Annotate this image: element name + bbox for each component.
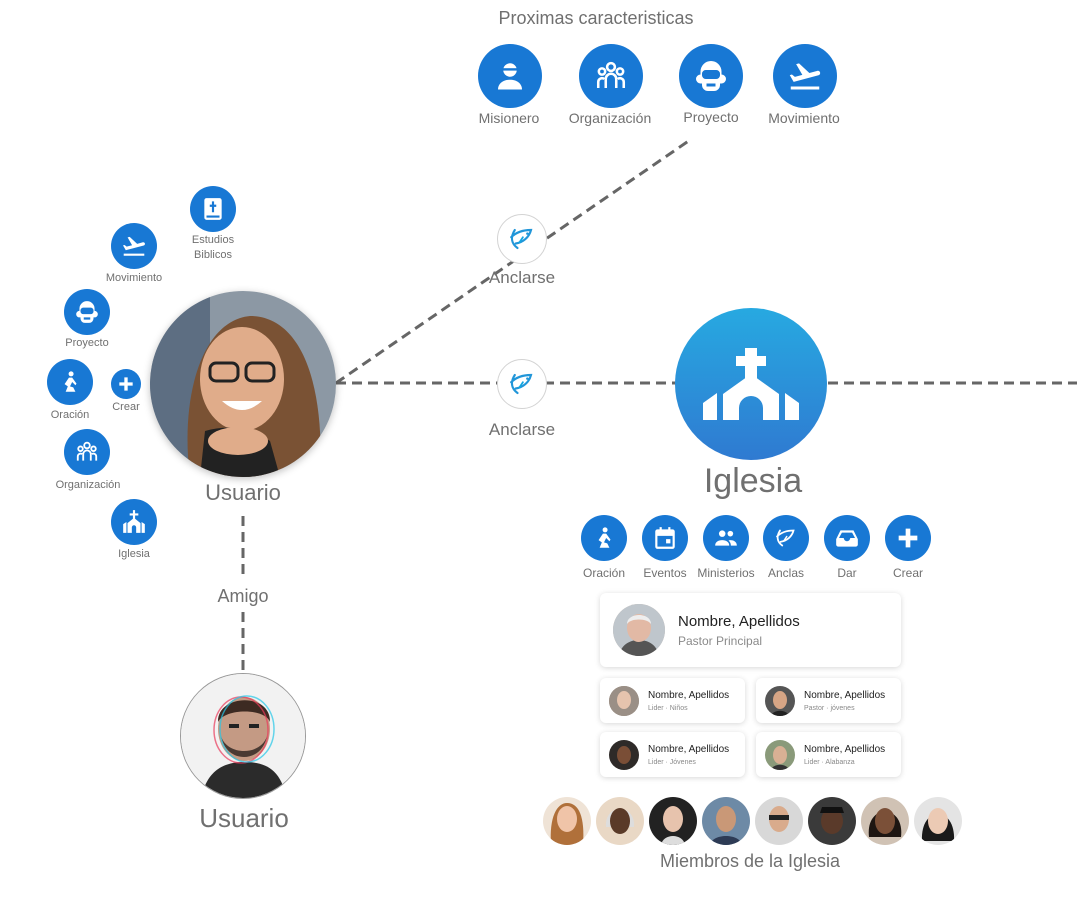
leader-avatar	[609, 739, 639, 770]
inbox-icon	[834, 525, 860, 551]
organization-button[interactable]	[579, 44, 643, 108]
member-avatar[interactable]	[700, 795, 752, 847]
leader-name: Nombre, Apellidos	[804, 743, 886, 755]
pastor-name: Nombre, Apellidos	[678, 612, 800, 630]
church-ministries-button[interactable]	[703, 515, 749, 561]
user-prayer-button[interactable]	[47, 359, 93, 405]
leader-avatar	[765, 739, 795, 770]
calendar-icon	[652, 525, 678, 551]
church-events-button[interactable]	[642, 515, 688, 561]
church-give-button[interactable]	[824, 515, 870, 561]
project-icon	[74, 299, 100, 325]
leader-card[interactable]: Nombre, Apellidos Lider · Jóvenes	[600, 732, 745, 777]
people-icon	[713, 525, 739, 551]
member-avatar[interactable]	[541, 795, 593, 847]
church-anchors-label: Anclas	[767, 566, 805, 580]
member-avatar[interactable]	[806, 795, 858, 847]
church-prayer-button[interactable]	[581, 515, 627, 561]
upcoming-label-missionary: Misionero	[478, 110, 540, 126]
movement-icon	[787, 58, 823, 94]
upcoming-title: Proximas caracteristicas	[498, 8, 694, 28]
upcoming-label-project: Proyecto	[683, 109, 739, 125]
church-create-label: Crear	[892, 566, 924, 580]
church-title: Iglesia	[703, 462, 803, 500]
anchor-top-label: Anclarse	[488, 268, 556, 287]
plus-icon	[894, 524, 922, 552]
bible-icon	[200, 196, 226, 222]
movement-icon	[121, 233, 147, 259]
church-create-button[interactable]	[885, 515, 931, 561]
church-ministries-label: Ministerios	[697, 566, 755, 580]
user-organization-label: Organización	[55, 479, 121, 491]
anchor-fish-icon	[504, 221, 540, 257]
anchor-top-node[interactable]	[497, 214, 547, 264]
leader-role: Lider · Niños	[648, 704, 688, 712]
leader-avatar	[765, 685, 795, 716]
leader-role: Lider · Alabanza	[804, 758, 855, 766]
user-create-button[interactable]	[111, 369, 141, 399]
anchor-mid-node[interactable]	[497, 359, 547, 409]
missionary-button[interactable]	[478, 44, 542, 108]
bible-studies-button[interactable]	[190, 186, 236, 232]
leader-name: Nombre, Apellidos	[804, 689, 886, 701]
user-label: Usuario	[205, 480, 281, 505]
plus-icon	[116, 374, 136, 394]
user-project-button[interactable]	[64, 289, 110, 335]
leader-role: Pastor · jóvenes	[804, 704, 855, 712]
movement-button[interactable]	[773, 44, 837, 108]
anchor-fish-icon	[776, 529, 795, 547]
member-avatar[interactable]	[647, 795, 699, 847]
user-church-button[interactable]	[111, 499, 157, 545]
project-button[interactable]	[679, 44, 743, 108]
church-icon	[703, 348, 799, 420]
leader-avatar	[609, 685, 639, 716]
user-project-label: Proyecto	[65, 337, 109, 349]
upcoming-label-organization: Organización	[568, 110, 652, 126]
church-prayer-label: Oración	[582, 566, 626, 580]
member-avatar[interactable]	[594, 795, 646, 847]
user-movement-label: Movimiento	[105, 272, 163, 284]
friend-label: Amigo	[217, 586, 269, 606]
organization-icon	[74, 439, 100, 465]
anchor-mid-label: Anclarse	[488, 420, 556, 439]
friend-avatar[interactable]	[180, 673, 306, 799]
leader-card[interactable]: Nombre, Apellidos Pastor · jóvenes	[756, 678, 901, 723]
friend-user-label: Usuario	[199, 803, 289, 833]
leader-name: Nombre, Apellidos	[648, 689, 730, 701]
user-avatar[interactable]	[150, 291, 336, 477]
user-create-label: Crear	[112, 401, 140, 413]
church-node[interactable]	[675, 308, 827, 460]
bible-studies-label: Estudios Biblicos	[191, 234, 235, 261]
user-movement-button[interactable]	[111, 223, 157, 269]
leader-name: Nombre, Apellidos	[648, 743, 730, 755]
organization-icon	[593, 58, 629, 94]
member-avatar[interactable]	[753, 795, 805, 847]
user-prayer-label: Oración	[50, 409, 90, 421]
user-church-label: Iglesia	[118, 548, 150, 560]
church-anchors-button[interactable]	[763, 515, 809, 561]
user-organization-button[interactable]	[64, 429, 110, 475]
anchor-fish-icon	[504, 366, 540, 402]
church-events-label: Eventos	[643, 566, 687, 580]
church-icon	[121, 509, 147, 535]
pastor-card[interactable]: Nombre, Apellidos Pastor Principal	[600, 593, 901, 667]
pastor-role: Pastor Principal	[678, 633, 763, 648]
pastor-avatar	[613, 604, 665, 656]
leader-role: Lider · Jóvenes	[648, 758, 696, 766]
missionary-icon	[492, 58, 528, 94]
church-give-label: Dar	[837, 566, 857, 580]
prayer-icon	[591, 525, 617, 551]
member-avatar[interactable]	[859, 795, 911, 847]
leader-card[interactable]: Nombre, Apellidos Lider · Alabanza	[756, 732, 901, 777]
project-icon	[693, 58, 729, 94]
member-avatar[interactable]	[912, 795, 964, 847]
prayer-icon	[57, 369, 83, 395]
leader-card[interactable]: Nombre, Apellidos Lider · Niños	[600, 678, 745, 723]
members-label: Miembros de la Iglesia	[659, 851, 841, 871]
upcoming-label-movement: Movimiento	[768, 110, 840, 126]
